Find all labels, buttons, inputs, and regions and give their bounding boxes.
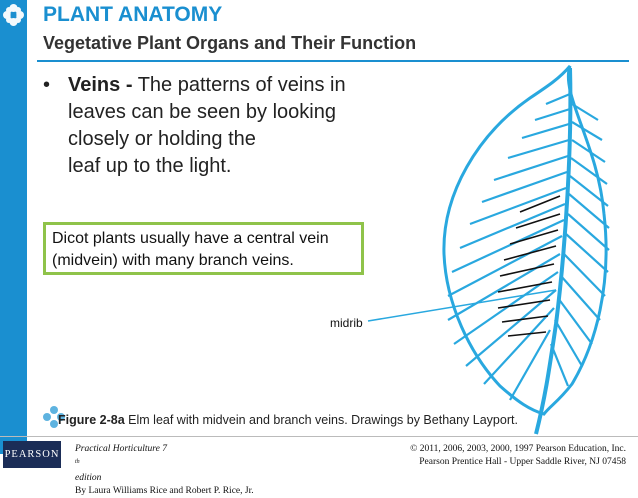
footer-book-sup: th: [75, 459, 80, 465]
slide-title: PLANT ANATOMY: [43, 3, 223, 26]
bullet-text-line: leaves can be seen by looking: [68, 101, 336, 123]
footer-book-title: Practical Horticulture 7: [75, 444, 167, 454]
figure-caption: Figure 2-8a Elm leaf with midvein and br…: [58, 413, 518, 427]
left-accent-bar: [0, 0, 27, 454]
footer-publisher: Pearson Prentice Hall - Upper Saddle Riv…: [419, 457, 626, 467]
footer-copyright: © 2011, 2006, 2003, 2000, 1997 Pearson E…: [410, 444, 626, 454]
elm-leaf-drawing: [367, 65, 610, 435]
bullet-marker: •: [43, 74, 51, 96]
vein-shading: [497, 195, 561, 337]
figure-caption-text: Elm leaf with midvein and branch veins. …: [124, 413, 518, 427]
footer-book-info: Practical Horticulture 7 th edition By La…: [75, 443, 254, 498]
midrib-pointer: [367, 289, 557, 322]
bullet-text-line: The patterns of veins in: [137, 74, 346, 96]
bullet-text: • Veins - The patterns of veins in leaves…: [43, 72, 413, 180]
callout-line: Dicot plants usually have a central vein: [52, 230, 329, 247]
callout-line: (midvein) with many branch veins.: [52, 252, 294, 269]
figure-number: Figure 2-8a: [58, 413, 125, 427]
midrib-label: midrib: [330, 316, 363, 330]
bullet-term: Veins -: [68, 74, 133, 96]
footer-book-title-line: Practical Horticulture 7 th edition: [75, 443, 254, 485]
branch-veins: [447, 92, 610, 401]
flower-icon: [43, 406, 65, 428]
pearson-logo: PEARSON: [3, 441, 61, 468]
bullet-text-line: leaf up to the light.: [68, 155, 232, 177]
title-divider: [37, 60, 629, 62]
footer-authors: By Laura Williams Rice and Robert P. Ric…: [75, 486, 254, 497]
footer-copyright-block: © 2011, 2006, 2003, 2000, 1997 Pearson E…: [410, 443, 626, 469]
footer-book-edition: edition: [75, 473, 102, 484]
bullet-text-line: closely or holding the: [68, 128, 256, 150]
footer-divider: [0, 436, 638, 437]
leaf-midrib: [534, 67, 573, 435]
slide-subtitle: Vegetative Plant Organs and Their Functi…: [43, 33, 417, 53]
bullet-line-1: • Veins - The patterns of veins in: [43, 72, 413, 99]
flower-icon: [3, 4, 24, 26]
callout-box: Dicot plants usually have a central vein…: [43, 222, 364, 275]
leaf-outline: [442, 65, 608, 416]
